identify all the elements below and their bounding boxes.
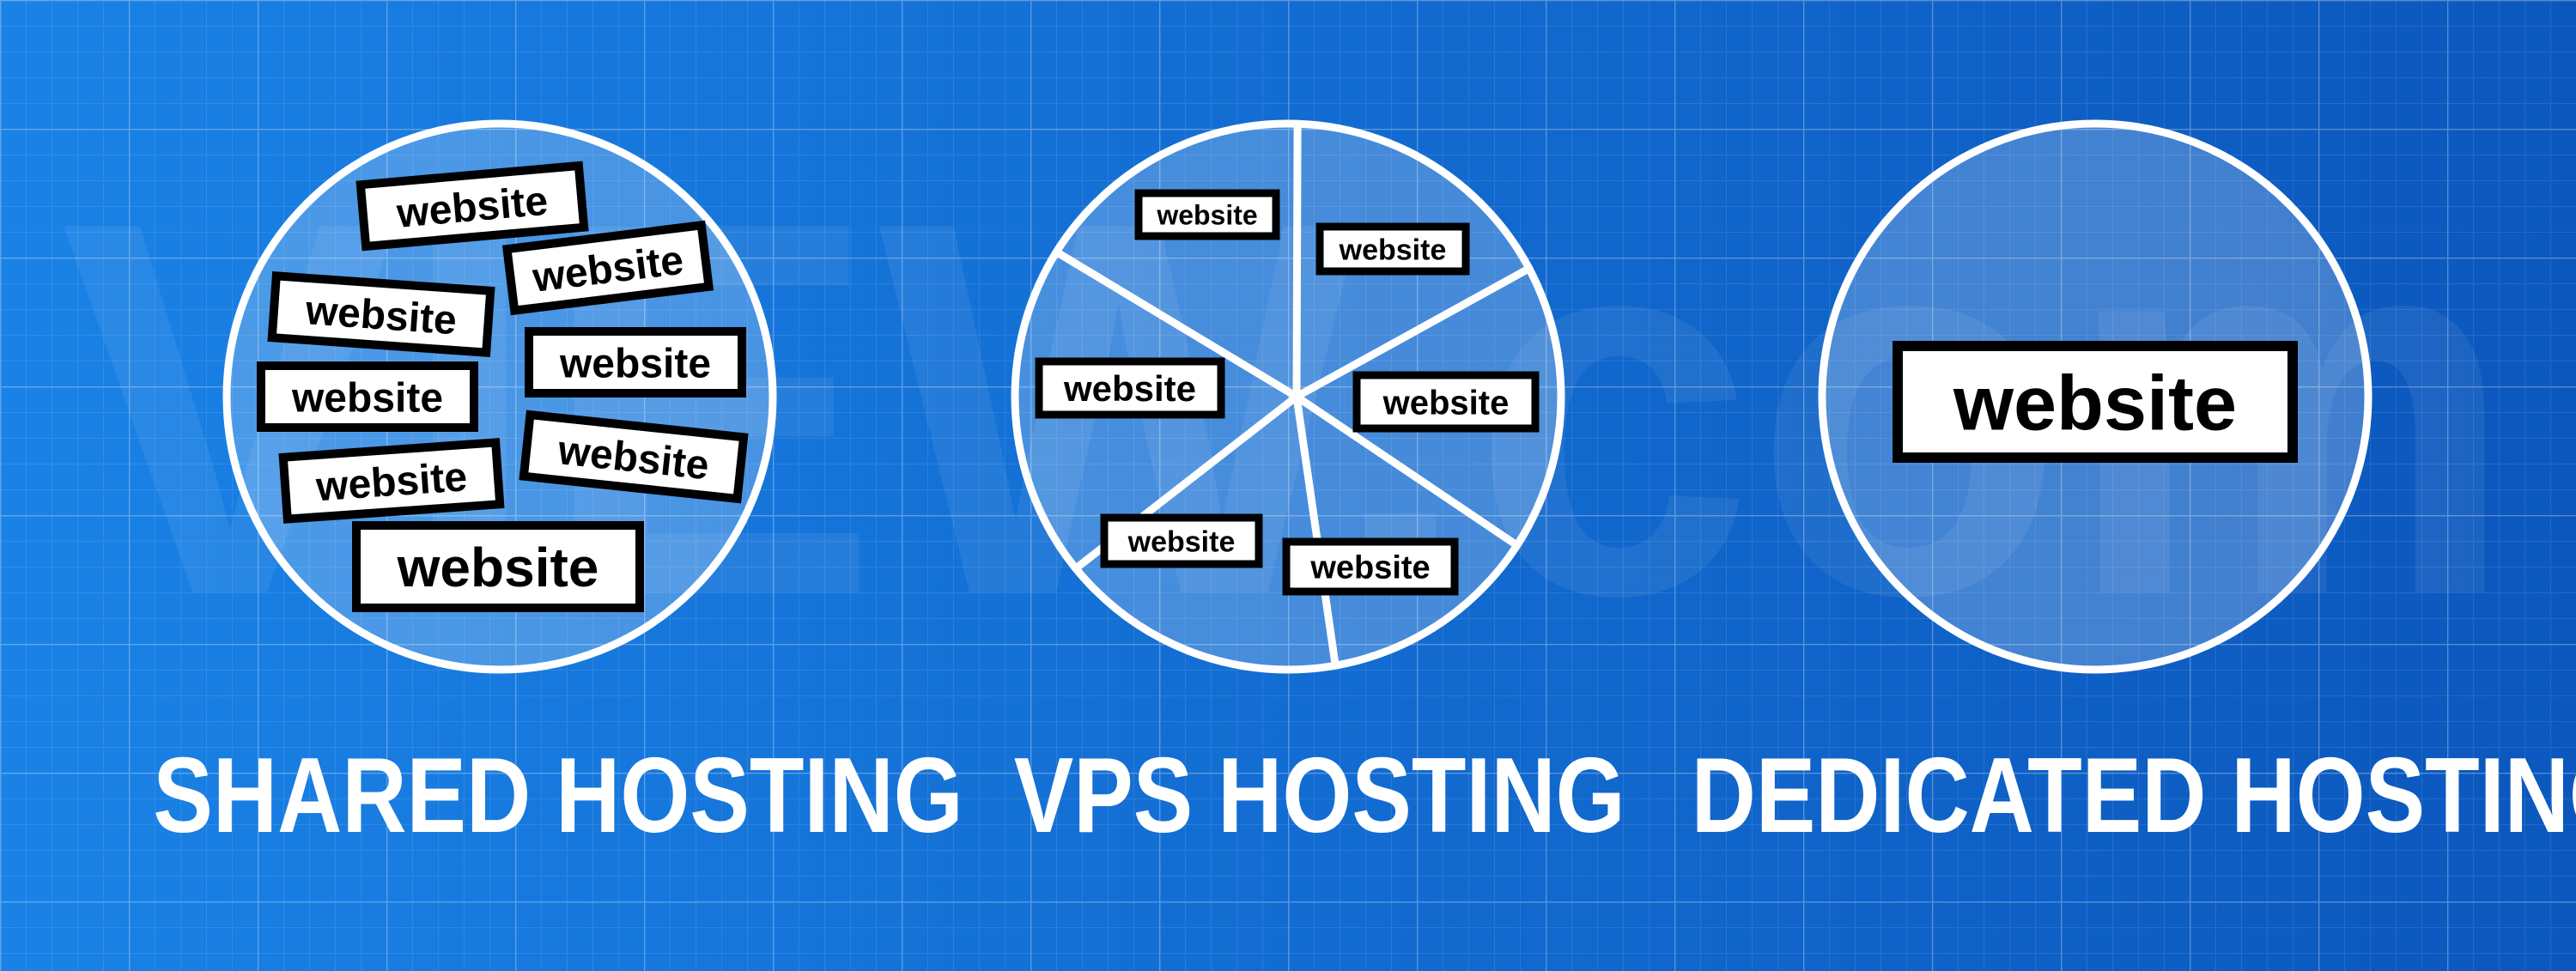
website-badge-text: website	[397, 537, 599, 598]
dedicated-hosting-label: DEDICATED HOSTING	[1691, 737, 2576, 855]
website-badge-box	[278, 438, 505, 524]
website-badge: website	[267, 271, 495, 357]
website-badge-box	[257, 361, 478, 432]
website-badge-text: website	[1339, 234, 1447, 266]
website-badge-text: website	[1156, 200, 1257, 231]
website-badge: website	[257, 361, 478, 432]
website-badge-text: website	[1063, 368, 1196, 409]
website-badge-text: website	[313, 454, 468, 510]
website-badge-text: website	[1127, 525, 1236, 558]
website-badge: website	[525, 327, 746, 398]
website-badge-text: website	[303, 288, 458, 343]
website-badge: website	[355, 161, 589, 252]
shared-hosting-panel: websitewebsitewebsitewebsitewebsitewebsi…	[222, 119, 777, 674]
dedicated-hosting-panel: website	[1818, 119, 2372, 674]
website-badge: website	[352, 521, 644, 612]
website-badge-box	[519, 410, 749, 504]
partition-line	[1292, 264, 1534, 401]
website-badge-box	[501, 220, 714, 316]
website-badge-box	[525, 327, 746, 398]
partition-line	[1052, 247, 1301, 401]
website-badge-text: website	[1953, 361, 2237, 446]
website-badge-box	[1352, 371, 1540, 433]
website-badge-box	[267, 271, 495, 357]
website-badge: website	[1134, 189, 1280, 240]
website-badge-box	[1035, 357, 1225, 419]
website-badge: website	[1352, 371, 1540, 433]
website-badge: website	[1100, 513, 1263, 568]
website-badge: website	[1282, 537, 1459, 596]
website-badge-box	[1315, 222, 1470, 276]
website-badge-text: website	[291, 375, 443, 421]
website-badge: website	[1035, 357, 1225, 419]
vps-hosting-label: VPS HOSTING	[1013, 737, 1625, 855]
vps-hosting-panel: website website website website website websi…	[1011, 119, 1565, 674]
website-badge-text: website	[1309, 550, 1430, 586]
website-badge-text: website	[559, 341, 711, 386]
website-badge-box	[1134, 189, 1280, 240]
website-badge-box	[352, 521, 644, 612]
shared-hosting-label: SHARED HOSTING	[153, 737, 963, 855]
website-badge-box	[1100, 513, 1263, 568]
partition-line	[1292, 392, 1522, 549]
website-badge: website	[519, 410, 749, 504]
website-badge: website	[1315, 222, 1470, 276]
website-badge: website	[501, 220, 714, 316]
website-badge: website	[278, 438, 505, 524]
website-badge: website	[1893, 341, 2298, 463]
website-badge-box	[1893, 341, 2298, 463]
partition-line	[1292, 392, 1340, 670]
website-badge-text: website	[1382, 384, 1510, 422]
website-badge-box	[1282, 537, 1459, 596]
website-badge-box	[355, 161, 589, 252]
